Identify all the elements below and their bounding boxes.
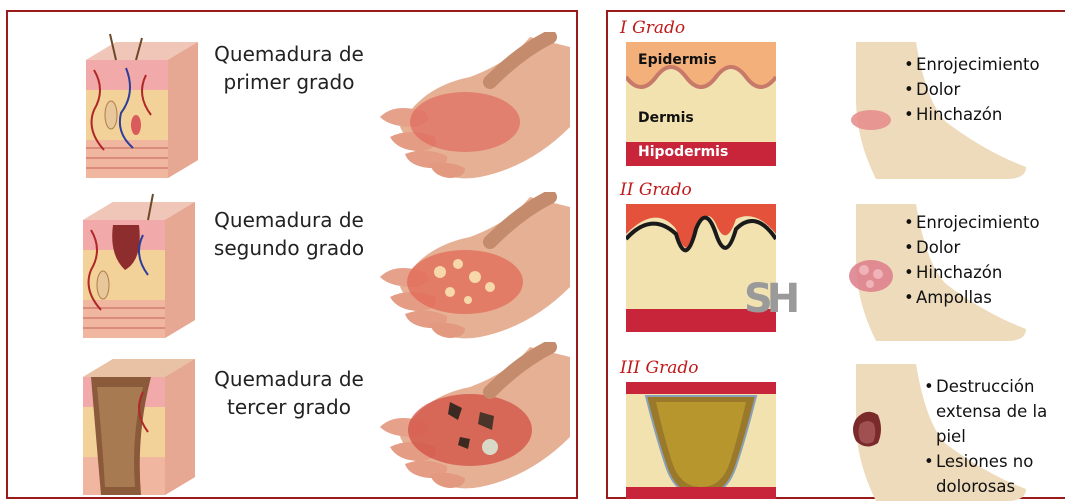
skin-cross-section-third-degree [73, 347, 203, 497]
symptom-item: Hinchazón [904, 102, 1040, 127]
symptom-item: Lesiones no dolorosas [924, 449, 1054, 499]
caption-line-1: Quemadura de [203, 365, 375, 393]
grade-title-3: III Grado [620, 358, 699, 378]
symptom-list-grade-3: Destrucción extensa de la piel Lesiones … [924, 374, 1054, 499]
caption-line-1: Quemadura de [203, 206, 375, 234]
caption-first-degree: Quemadura de primer grado [203, 40, 375, 96]
watermark-logo: SH [744, 276, 794, 322]
caption-line-2: segundo grado [203, 234, 375, 262]
right-panel: I Grado Epidermis Dermis Hipodermis Enro… [606, 10, 1065, 499]
symptom-item: Destrucción extensa de la piel [924, 374, 1054, 449]
symptom-list-grade-1: Enrojecimiento Dolor Hinchazón [904, 52, 1040, 127]
grade-title-1: I Grado [620, 18, 685, 38]
layer-label-dermis: Dermis [638, 110, 694, 126]
caption-line-2: primer grado [203, 68, 375, 96]
symptom-item: Dolor [904, 77, 1040, 102]
caption-third-degree: Quemadura de tercer grado [203, 365, 375, 421]
symptom-item: Enrojecimiento [904, 52, 1040, 77]
hand-first-degree-illustration [370, 32, 570, 182]
hand-second-degree-illustration [370, 192, 570, 342]
skin-layers-diagram-grade-3 [626, 382, 776, 499]
skin-cross-section-second-degree [73, 190, 203, 340]
symptom-item: Enrojecimiento [904, 210, 1040, 235]
symptom-item: Hinchazón [904, 260, 1040, 285]
symptom-item: Ampollas [904, 285, 1040, 310]
layer-label-hipodermis: Hipodermis [638, 144, 728, 160]
layer-label-epidermis: Epidermis [638, 52, 717, 68]
symptom-list-grade-2: Enrojecimiento Dolor Hinchazón Ampollas [904, 210, 1040, 310]
caption-line-2: tercer grado [203, 393, 375, 421]
symptom-item: Dolor [904, 235, 1040, 260]
caption-second-degree: Quemadura de segundo grado [203, 206, 375, 262]
left-panel: Quemadura de primer grado Quemadura de s… [6, 10, 578, 499]
hand-third-degree-illustration [370, 342, 570, 492]
grade-title-2: II Grado [620, 180, 692, 200]
skin-cross-section-first-degree [76, 30, 206, 180]
caption-line-1: Quemadura de [203, 40, 375, 68]
